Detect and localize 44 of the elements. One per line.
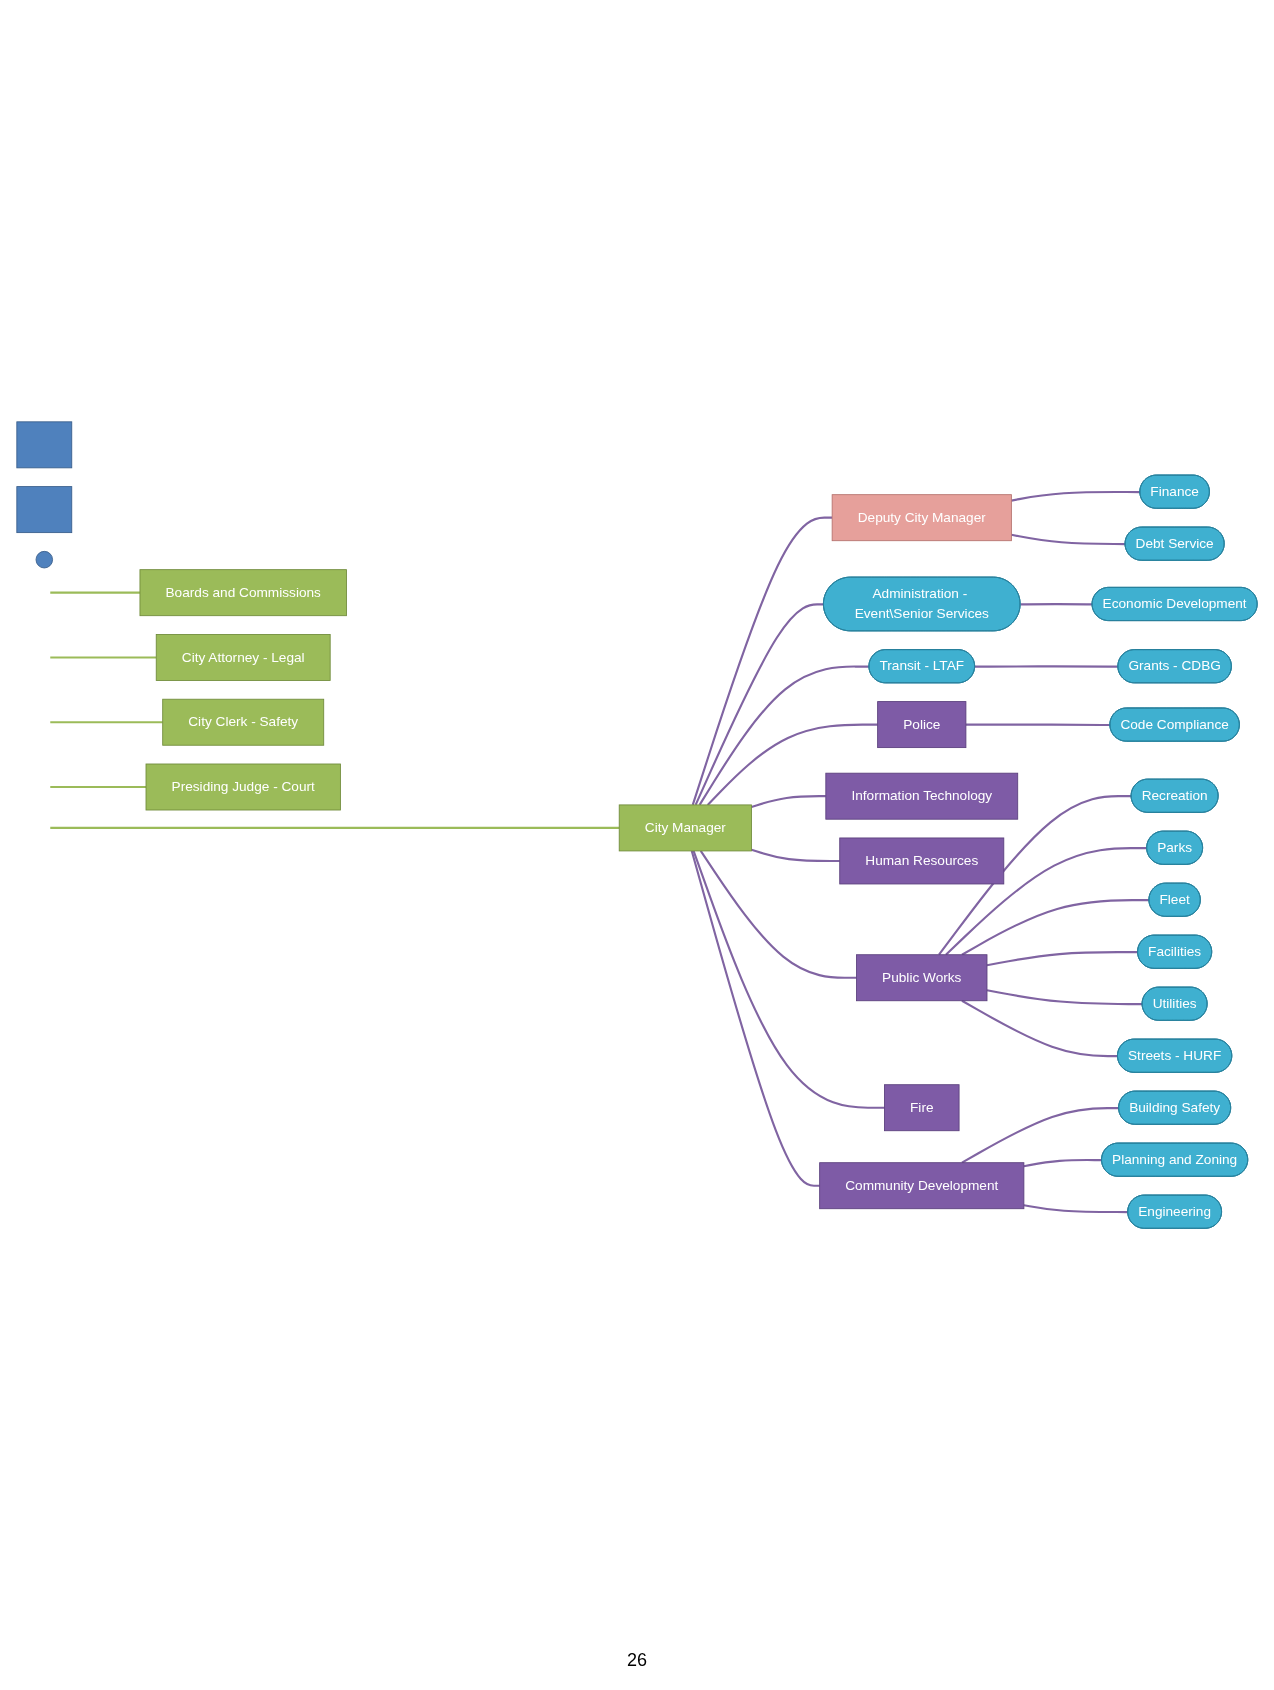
node-box: Public Works [856,954,988,1002]
node-box: Information Technology [825,772,1019,820]
node-box [16,486,73,533]
node-box: Presiding Judge - Court [145,763,341,811]
node-box: Police [877,701,967,748]
connector [50,721,163,724]
connector [1023,1158,1102,1168]
connector [698,665,870,806]
connector [965,723,1111,726]
connector [50,591,140,594]
node-box: Fire [884,1084,960,1132]
connector [1020,603,1093,606]
connector [1011,490,1141,502]
connector [1023,1204,1129,1214]
connector [50,785,146,788]
node-box: City Clerk - Safety [162,698,325,746]
connector [986,989,1143,1006]
node-box: City Manager [618,804,752,852]
connector [50,826,620,829]
node-box [16,421,73,469]
connector [691,516,833,806]
node-box: Human Resources [839,837,1005,885]
connector [945,846,1148,956]
connector [975,665,1119,668]
connector [751,848,840,862]
connector [751,795,826,808]
connector [694,603,824,806]
connector [692,850,885,1109]
node-circle [35,550,53,569]
connector [938,794,1132,956]
page-number: 26 [627,1650,647,1670]
node-box: Deputy City Manager [831,494,1012,542]
node-box: Boards and Commissions [139,569,347,617]
connector [961,999,1118,1058]
connector [699,850,857,979]
connector [690,850,820,1187]
connector [986,950,1138,967]
connector [706,723,878,806]
connector [1011,533,1126,546]
node-box: Community Development [819,1162,1025,1210]
connector [50,656,157,659]
connector [961,898,1150,956]
connector [961,1106,1120,1164]
node-box: City Attorney - Legal [155,633,331,681]
